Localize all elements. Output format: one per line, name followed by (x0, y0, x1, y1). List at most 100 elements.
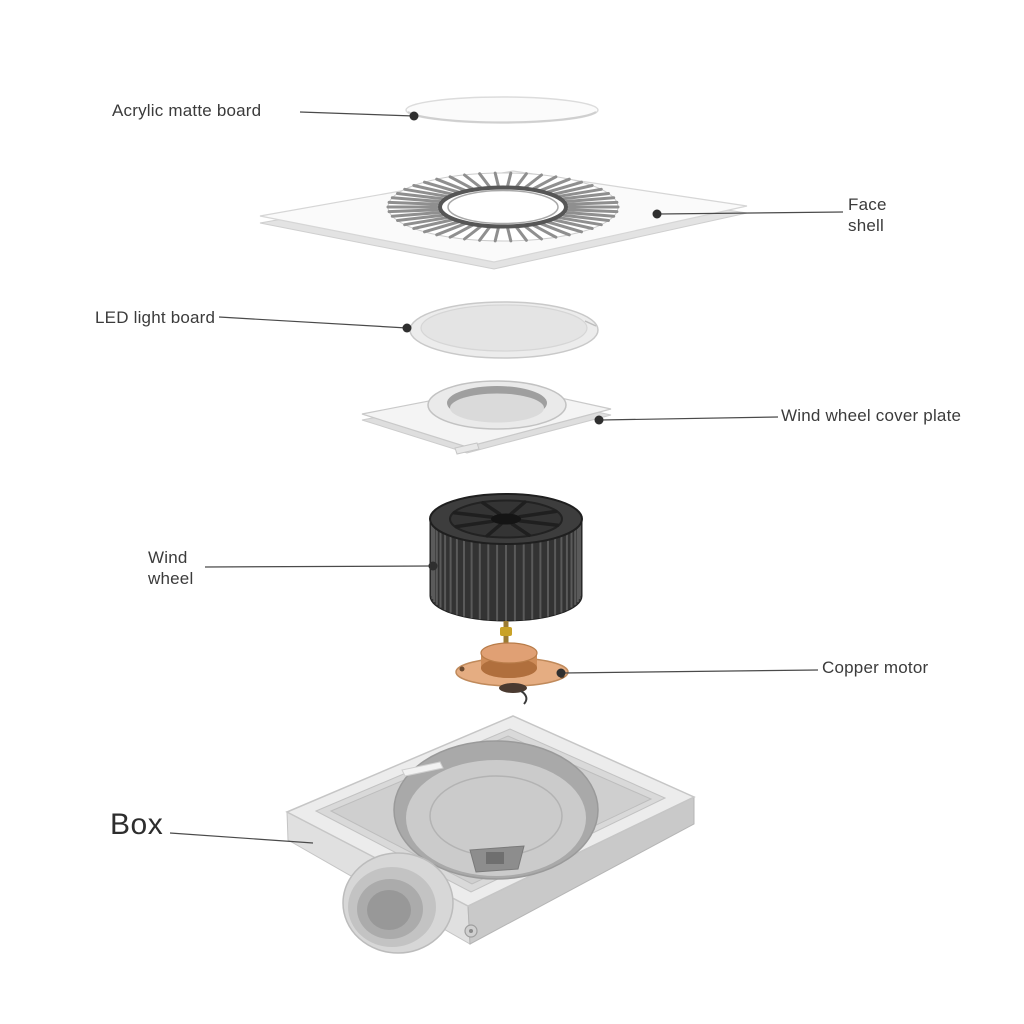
box-mount-slot (486, 852, 504, 864)
grille-slat (546, 220, 583, 234)
grille-slat (566, 200, 619, 206)
wheel-spoke (518, 519, 560, 527)
face-shell-graphic (259, 170, 748, 270)
wheel-spoke (510, 522, 531, 538)
leader-cover-plate (600, 416, 779, 421)
wheel-spoke (481, 500, 502, 516)
leader-dot-face-shell (652, 209, 662, 219)
cover-plate-hole (450, 393, 544, 423)
grille-inner-ring (438, 185, 568, 229)
label-face-shell: Face shell (848, 194, 887, 236)
wind-wheel-cover-plate-graphic (361, 380, 612, 455)
grille-slat (514, 172, 528, 189)
motor-winding-band (481, 658, 537, 678)
box-corner-screw-center (469, 929, 473, 933)
grille-slat (493, 171, 500, 188)
wheel-spoke (452, 511, 494, 519)
grille-slat (493, 226, 500, 243)
copper-motor-graphic (455, 642, 569, 705)
motor-wire (520, 690, 528, 705)
grille-slats (386, 171, 620, 243)
wheel-hub (491, 513, 521, 525)
grille-slat (396, 213, 444, 222)
box-rim-clip (401, 761, 444, 777)
label-wind-wheel: Wind wheel (148, 547, 193, 589)
grille-slat (506, 171, 513, 188)
grille-slat (566, 208, 619, 214)
leader-lines (169, 111, 844, 844)
grille-slat (552, 184, 594, 196)
duct-interior (367, 890, 411, 930)
label-copper-motor: Copper motor (822, 657, 928, 678)
leader-motor (562, 669, 819, 674)
label-face-shell-line2: shell (848, 216, 884, 235)
grille-slat (448, 175, 475, 191)
leader-dot-led (402, 323, 412, 333)
grille-slat (523, 224, 543, 241)
cover-plate-tab (454, 442, 480, 455)
leader-acrylic (299, 111, 415, 117)
grille-slat (506, 226, 513, 243)
grille-slat (565, 196, 616, 203)
grille-slat (539, 222, 571, 237)
grille-slat (390, 196, 441, 203)
grille-slat (531, 223, 558, 239)
grille-slat (463, 224, 483, 241)
wheel-fins (431, 519, 581, 621)
label-wind-wheel-line1: Wind (148, 548, 188, 567)
label-acrylic-board-text: Acrylic matte board (112, 101, 262, 120)
box-recess-floor (406, 760, 586, 876)
led-light-board-graphic (409, 301, 599, 359)
motor-top-cap (480, 642, 538, 664)
grille-slat (557, 187, 603, 198)
shaft-coupler (500, 627, 512, 636)
grille-slat (523, 173, 543, 190)
wheel-spokes (452, 500, 560, 538)
grille-slat (531, 175, 558, 191)
grille-slat (539, 177, 571, 192)
wheel-spoke (509, 500, 527, 516)
grille-slat (390, 211, 441, 218)
grille-slat (403, 216, 449, 227)
acrylic-edge-shade (407, 111, 597, 124)
label-box-text: Box (110, 808, 164, 841)
grille-slat (562, 192, 610, 201)
leader-dot-wind-wheel (428, 561, 438, 571)
grille-slat (478, 225, 492, 242)
label-led-board: LED light board (95, 307, 215, 328)
box-duct (342, 852, 454, 954)
grille-slat (435, 222, 467, 237)
grille-slat (403, 187, 449, 198)
leader-wind-wheel (204, 565, 432, 568)
led-board-notch (584, 320, 597, 327)
leader-dot-motor (556, 668, 566, 678)
label-face-shell-line1: Face (848, 195, 887, 214)
bracket-screw-left (459, 666, 465, 672)
grille-slat (565, 211, 616, 218)
wheel-spoke (454, 519, 495, 529)
grille-slat (412, 218, 454, 230)
grille-slat (463, 173, 483, 190)
grille-slat (557, 216, 603, 227)
grille-slat (514, 225, 528, 242)
grille-slat (435, 177, 467, 192)
grille-slat (412, 184, 454, 196)
grille-slat (423, 220, 460, 234)
wheel-spoke (517, 509, 558, 519)
leader-led (218, 316, 408, 329)
acrylic-matte-board-graphic (405, 96, 599, 124)
grille-slat (396, 192, 444, 201)
label-cover-plate: Wind wheel cover plate (781, 405, 961, 426)
label-cover-plate-text: Wind wheel cover plate (781, 406, 962, 425)
grille-slat (387, 200, 440, 206)
wind-wheel-graphic (429, 493, 583, 650)
grille-slat (552, 218, 594, 230)
label-wind-wheel-line2: wheel (148, 569, 194, 588)
grille-slat (387, 208, 440, 214)
label-copper-motor-text: Copper motor (822, 658, 929, 677)
grille-slat (423, 180, 460, 194)
leader-box (169, 832, 314, 844)
leader-face-shell (658, 211, 844, 215)
